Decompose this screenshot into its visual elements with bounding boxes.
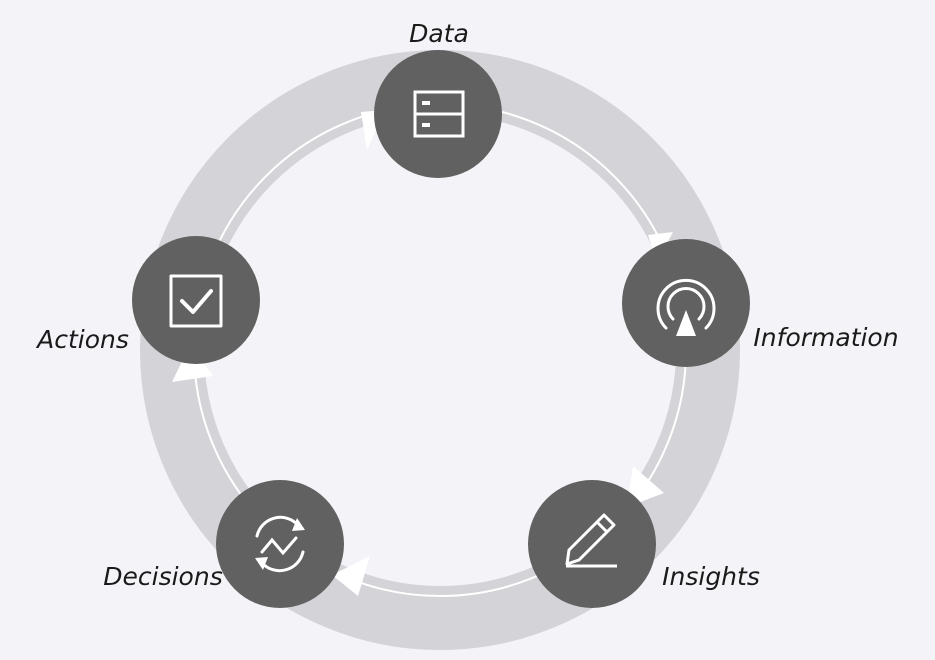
stage-label-information: Information xyxy=(753,323,898,352)
refresh-trend-icon xyxy=(255,515,305,573)
stage-node-information xyxy=(622,239,750,367)
stage-label-decisions: Decisions xyxy=(103,562,222,591)
database-icon xyxy=(413,90,465,138)
checkbox-icon xyxy=(169,274,223,328)
stage-label-data: Data xyxy=(409,19,469,48)
arrow-insights-to-decisions xyxy=(332,556,370,596)
pencil-icon xyxy=(565,513,617,568)
broadcast-icon xyxy=(656,278,716,336)
stage-label-insights: Insights xyxy=(662,562,760,591)
stage-node-decisions xyxy=(216,480,344,608)
arrow-information-to-insights xyxy=(627,466,664,507)
stage-node-actions xyxy=(132,236,260,364)
stage-label-actions: Actions xyxy=(35,325,129,354)
stage-node-data xyxy=(374,50,502,178)
stage-node-insights xyxy=(528,480,656,608)
